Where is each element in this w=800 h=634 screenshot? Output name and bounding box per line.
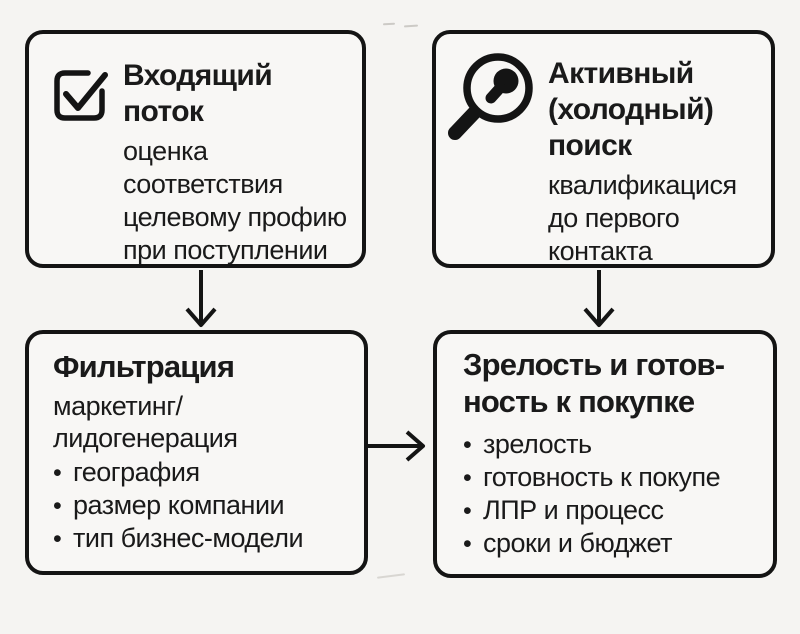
list-item: • география bbox=[53, 456, 356, 489]
list-item-label: тип бизнес-модели bbox=[73, 523, 304, 553]
card-inbound-flow: Входящий поток оценка соответствия целев… bbox=[25, 30, 366, 268]
bullet-icon: • bbox=[53, 459, 62, 487]
card-title: Зрелость и готов- ность к покупке bbox=[463, 346, 767, 420]
arrow-right-icon-filtering-to-maturity bbox=[368, 428, 430, 469]
list-item: • размер компании bbox=[53, 489, 356, 522]
list-item-label: зрелость bbox=[483, 429, 592, 459]
title-line: Зрелость и готов- bbox=[463, 347, 725, 382]
card-title: Фильтрация bbox=[53, 348, 356, 385]
list-item: • ЛПР и процесс bbox=[463, 494, 767, 527]
title-line: поток bbox=[123, 95, 204, 128]
list-item-label: география bbox=[73, 457, 200, 487]
body-line: маркетинг/ bbox=[53, 391, 183, 421]
body-line: квалификацися bbox=[548, 170, 737, 200]
card-maturity-readiness: Зрелость и готов- ность к покупке • зрел… bbox=[433, 330, 777, 578]
card-body: квалификацися до первого контакта bbox=[548, 169, 765, 268]
card-active-search: Активный (холодный) поиск квалификацися … bbox=[432, 30, 775, 268]
stray-mark bbox=[403, 24, 419, 28]
body-line: контакта bbox=[548, 236, 653, 266]
stray-mark bbox=[382, 22, 396, 26]
title-line: Входящий bbox=[123, 59, 273, 92]
list-item: • зрелость bbox=[463, 428, 767, 461]
list-item-label: размер компании bbox=[73, 490, 285, 520]
list-item: • готовность к покупе bbox=[463, 461, 767, 494]
card-body: оценка соответствия целевому профию при … bbox=[123, 135, 352, 267]
card-filtering: Фильтрация маркетинг/ лидогенерация • ге… bbox=[25, 330, 368, 575]
list-item: • тип бизнес-модели bbox=[53, 522, 356, 555]
arrow-down-icon-inbound-to-filtering bbox=[183, 270, 219, 337]
card-title: Входящий поток bbox=[123, 58, 352, 130]
checkbox-check-icon bbox=[51, 66, 109, 129]
bullet-icon: • bbox=[463, 464, 472, 492]
bullet-icon: • bbox=[463, 497, 472, 525]
list-item-label: ЛПР и процесс bbox=[483, 495, 664, 525]
arrow-down-icon-active-to-maturity bbox=[581, 270, 617, 337]
title-line: Активный bbox=[548, 57, 694, 90]
body-line: лидогенерация bbox=[53, 423, 238, 453]
list-item-label: готовность к покупе bbox=[483, 462, 721, 492]
title-line: поиск bbox=[548, 129, 632, 162]
body-line: до первого bbox=[548, 203, 680, 233]
card-title: Активный (холодный) поиск bbox=[548, 56, 765, 164]
body-line: оценка bbox=[123, 136, 208, 166]
body-line: соответствия bbox=[123, 169, 283, 199]
bullet-icon: • bbox=[53, 525, 62, 553]
list-item-label: сроки и бюджет bbox=[483, 528, 672, 558]
bullet-list: • зрелость • готовность к покупе • ЛПР и… bbox=[463, 428, 767, 560]
body-line: при поступлении bbox=[123, 235, 328, 265]
card-body: маркетинг/ лидогенерация bbox=[53, 390, 356, 454]
stray-mark bbox=[376, 573, 406, 579]
magnifier-icon bbox=[446, 46, 538, 147]
list-item: • сроки и бюджет bbox=[463, 527, 767, 560]
title-line: Фильтрация bbox=[53, 349, 235, 384]
title-line: ность к покупке bbox=[463, 384, 695, 419]
bullet-icon: • bbox=[463, 530, 472, 558]
bullet-icon: • bbox=[463, 431, 472, 459]
bullet-icon: • bbox=[53, 492, 62, 520]
body-line: целевому профию bbox=[123, 202, 347, 232]
title-line: (холодный) bbox=[548, 93, 714, 126]
bullet-list: • география • размер компании • тип бизн… bbox=[53, 456, 356, 555]
